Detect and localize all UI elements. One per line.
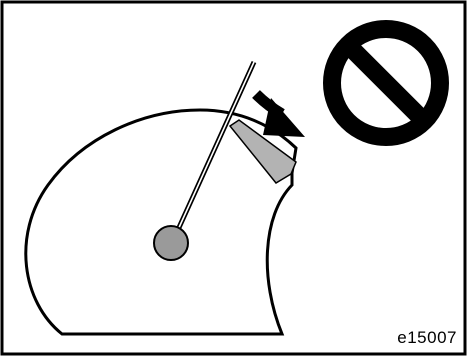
- figure-code-label: e15007: [397, 328, 457, 348]
- prohibition-icon: [332, 29, 440, 137]
- needle-hub: [154, 226, 188, 260]
